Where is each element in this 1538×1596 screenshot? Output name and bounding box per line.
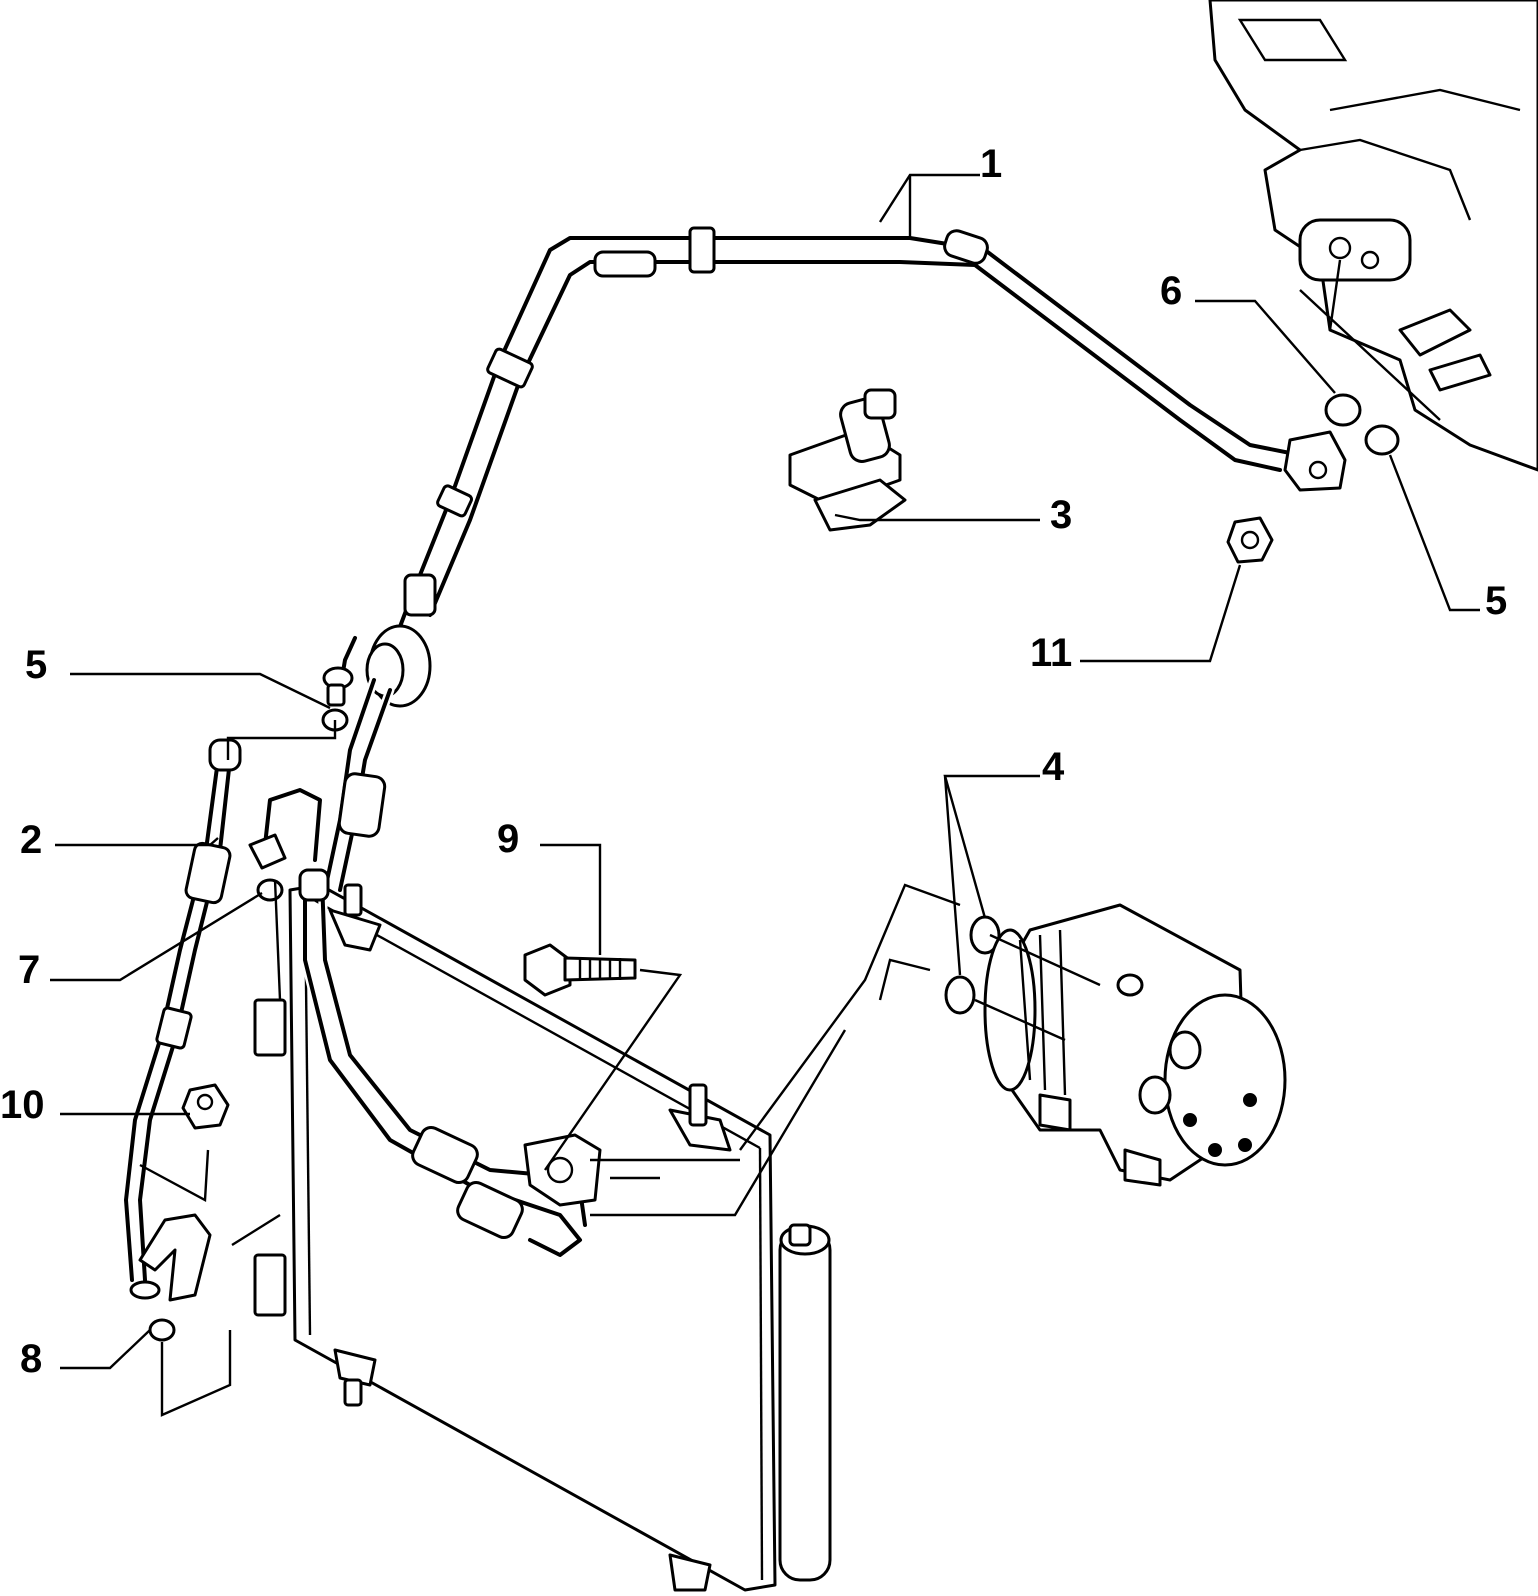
- leader-6: [1195, 299, 1336, 394]
- callout-5-right: 5: [1485, 579, 1507, 623]
- callout-9: 9: [497, 817, 519, 861]
- callout-6: 6: [1160, 269, 1182, 313]
- callout-4: 4: [1042, 745, 1065, 789]
- nut-11: [1226, 516, 1274, 564]
- hose-2: [121, 738, 242, 1302]
- leader-7: [50, 891, 263, 982]
- leader-8: [60, 1329, 151, 1370]
- leader-1: [878, 173, 980, 240]
- callout-8: 8: [20, 1337, 42, 1381]
- pipe-junction-left: [321, 633, 360, 732]
- seal-8: [148, 1318, 176, 1342]
- callout-3: 3: [1050, 493, 1072, 537]
- callout-leaders: [50, 173, 1480, 1370]
- assembly-lines: [139, 720, 1101, 1417]
- callout-1: 1: [980, 142, 1002, 186]
- leader-3: [834, 513, 1040, 522]
- seal-6: [1324, 393, 1362, 427]
- callout-7: 7: [18, 948, 40, 992]
- compressor: [944, 903, 1287, 1187]
- callout-labels: 1 2 3 4 5 5 6 7 8 9 10 11: [0, 142, 1507, 1381]
- seal-5-right: [1364, 424, 1400, 456]
- evaporator-housing: [1208, 0, 1538, 472]
- leader-2: [55, 837, 219, 847]
- callout-5-left: 5: [25, 643, 47, 687]
- clamp-valve-3: [788, 388, 907, 532]
- condenser-hoses: [298, 868, 602, 1260]
- leader-11: [1080, 564, 1242, 663]
- nut-10: [181, 1083, 230, 1130]
- condenser-inlet-hose: [320, 624, 432, 895]
- callout-11: 11: [1030, 631, 1072, 675]
- hose-assembly-1: [390, 226, 1347, 645]
- leader-5-left: [70, 672, 331, 710]
- bolt-9: [523, 943, 637, 997]
- leader-9: [540, 843, 602, 955]
- callout-2: 2: [20, 818, 42, 862]
- callout-10: 10: [0, 1083, 45, 1127]
- leader-4: [943, 774, 1040, 976]
- leader-5-right: [1388, 454, 1480, 612]
